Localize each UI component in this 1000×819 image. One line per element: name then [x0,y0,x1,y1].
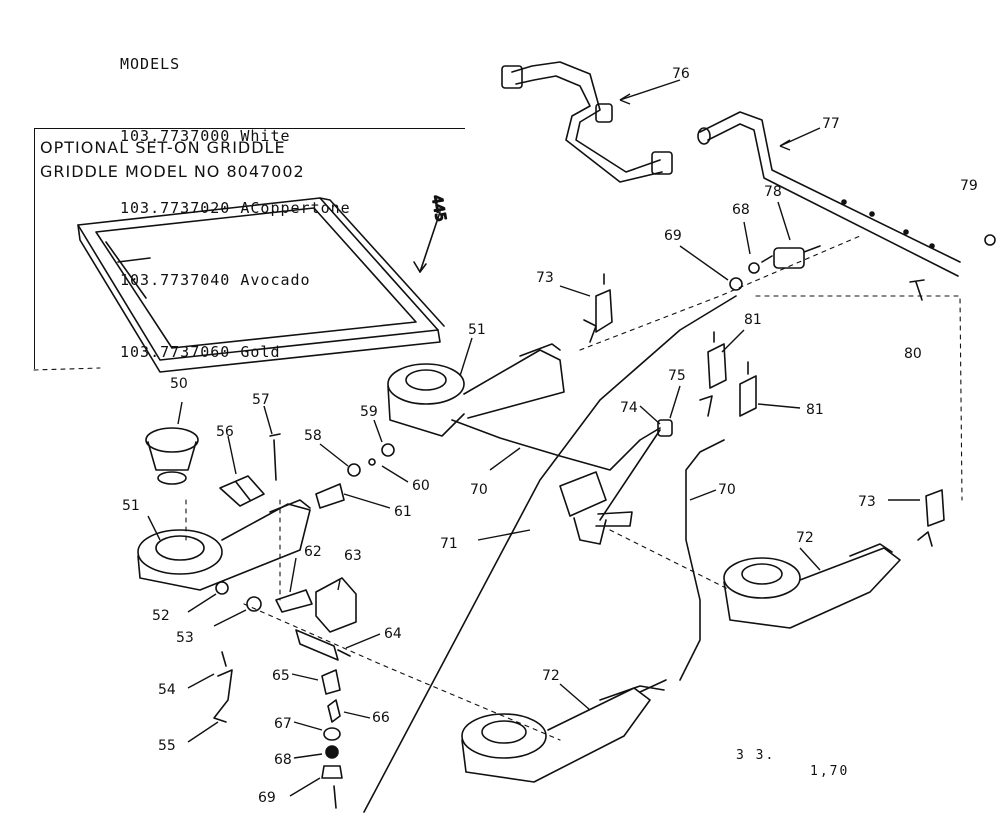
part-label: 73 [858,494,876,510]
part-80-screw [909,279,925,301]
part-label: 59 [360,404,378,420]
griddle-box [34,128,465,369]
models-heading: MODELS [120,55,181,73]
part-70-tube-right [679,439,725,681]
part-76-tube [501,61,673,183]
part-73-orifice-upper [583,273,613,343]
part-59-nut [381,443,395,457]
part-number-labels: 50 51 51 52 53 54 55 56 57 58 59 60 61 6… [122,66,978,806]
part-57-screw [269,433,281,481]
part-label: 70 [718,482,736,498]
page-number: 1,70 [810,764,850,779]
part-77-manifold [697,111,961,277]
part-52 [215,581,229,595]
part-51-burner-lower [137,499,311,591]
part-label: 62 [304,544,322,560]
part-71-line [363,295,737,813]
part-63-shield [315,577,357,633]
part-label: 67 [274,716,292,732]
griddle-title: OPTIONAL SET-ON GRIDDLE GRIDDLE MODEL NO… [40,136,305,184]
part-68 [325,745,339,759]
part-label: 68 [274,752,292,768]
part-label: 74 [620,400,638,416]
part-67 [323,727,341,741]
part-label: 57 [252,392,270,408]
part-58-nut [347,463,361,477]
griddle-part-label: 445 [428,194,448,223]
model-line: 103.7737040 Avocado [120,271,311,289]
part-78-valve [729,245,821,291]
part-label: 70 [470,482,488,498]
part-label: 69 [664,228,682,244]
part-label: 55 [158,738,176,754]
part-label: 80 [904,346,922,362]
model-line: 103.7737060 Gold [120,343,281,361]
part-label: 51 [122,498,140,514]
part-label: 72 [542,668,560,684]
part-label: 76 [672,66,690,82]
part-label: 72 [796,530,814,546]
part-55-bracket [213,669,233,723]
part-label: 56 [216,424,234,440]
part-64-tube [295,629,351,661]
models-list: MODELS 103.7737000 White 103.7737020 ACo… [120,4,351,388]
part-label: 73 [536,270,554,286]
part-60-washer [368,458,376,466]
part-53 [246,596,262,612]
part-label: 52 [152,608,170,624]
part-label: 78 [764,184,782,200]
part-label: 65 [272,668,290,684]
part-50-cap [145,427,199,485]
center-valve [559,471,633,545]
part-label: 79 [960,178,978,194]
part-label: 81 [744,312,762,328]
part-62-bracket [275,589,313,613]
part-79-screw [984,234,996,246]
part-label: 68 [732,202,750,218]
griddle-title-line2: GRIDDLE MODEL NO 8047002 [40,162,305,181]
part-label: 63 [344,548,362,564]
part-72-burner-right [723,543,901,629]
part-66 [327,699,341,723]
part-69 [321,765,343,779]
part-56-bracket [219,475,265,507]
part-81-orifices [699,331,757,417]
model-line: 103.7737000 White [120,127,291,145]
part-74-line [599,429,661,521]
diagram-code: 3 3. [736,748,776,763]
part-label: 81 [806,402,824,418]
griddle-title-line1: OPTIONAL SET-ON GRIDDLE [40,138,286,157]
part-label: 61 [394,504,412,520]
part-73-orifice-right [917,489,945,547]
part-72-burner-bottom [461,679,667,783]
part-label: 71 [440,536,458,552]
part-69-stem [333,785,337,809]
part-label: 54 [158,682,176,698]
griddle-drawing [77,197,445,373]
part-label: 50 [170,376,188,392]
part-label: 51 [468,322,486,338]
part-label: 75 [668,368,686,384]
part-75-fitting [657,419,673,437]
part-54-screw [221,651,227,667]
part-label: 69 [258,790,276,806]
part-70-tube-left [451,419,661,471]
part-label: 64 [384,626,402,642]
part-label: 58 [304,428,322,444]
part-61-orifice [315,483,345,509]
part-label: 60 [412,478,430,494]
part-65 [321,669,341,695]
part-label: 77 [822,116,840,132]
part-label: 66 [372,710,390,726]
part-label: 53 [176,630,194,646]
part-51-burner-upper [387,343,565,437]
